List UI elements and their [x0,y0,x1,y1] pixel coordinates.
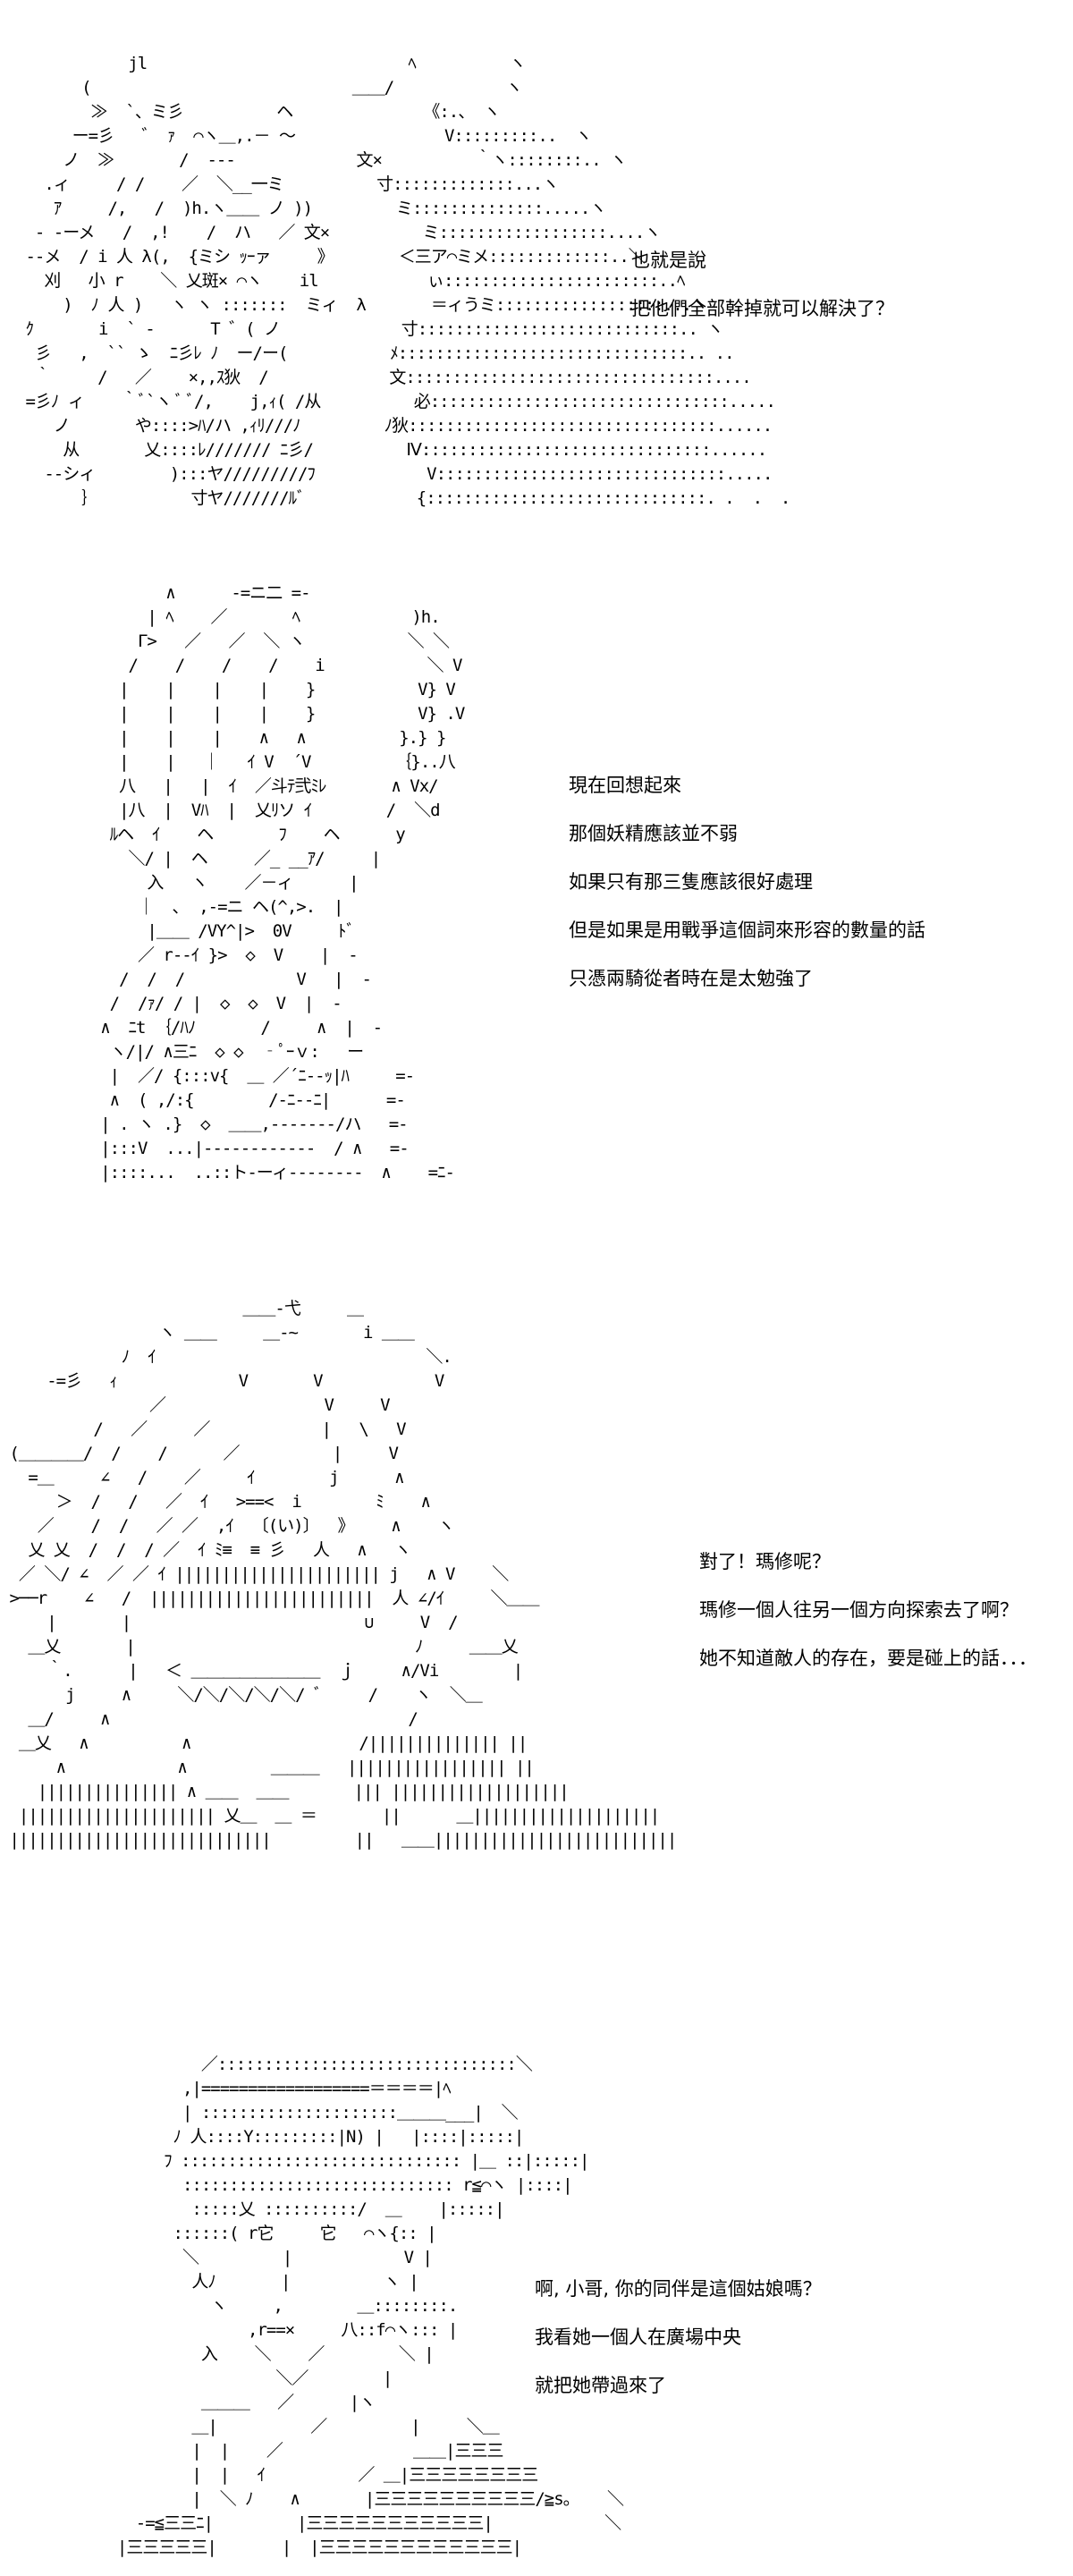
dialogue-line: 啊, 小哥, 你的同伴是這個姑娘嗎？ [535,2278,822,2300]
dialogue-line: 如果只有那三隻應該很好處理 [569,871,813,893]
dialogue-line: 只憑兩騎從者時在是太勉強了 [569,968,813,989]
dialogue-line: 就把她帶過來了 [535,2375,666,2396]
panel-2: ∧ -=ニ二 =- | ﾍ ／ ﾍ )h. Γ> ／ ／ ＼ ヽ ＼ ＼ / /… [0,555,1073,1243]
dialogue-line: 把他們全部幹掉就可以解決了？ [631,298,894,319]
dialogue-line: 但是如果是用戰爭這個詞來形容的數量的話 [569,919,925,941]
panel-1: jl ﾍ ヽ ( ＿＿/ ヽ ≫ `、ミ彡 ヘ 《:.、 ヽ ー=彡 ゛ ｧ ⌒… [0,0,1073,555]
dialogue-line: 那個妖精應該並不弱 [569,823,738,844]
dialogue-line: 瑪修一個人往另一個方向探索去了啊？ [699,1599,1018,1621]
dialogue-box: 現在回想起來 那個妖精應該並不弱 如果只有那三隻應該很好處理 但是如果是用戰爭這… [569,775,925,988]
ascii-art-character-shocked-face: ＿＿-弋 ＿ ヽ ＿＿ ＿-~ i ＿＿ ﾉ ｲ ＼. -=彡 ｨ V V V … [9,1299,677,1850]
dialogue-line: 對了！瑪修呢？ [699,1551,831,1572]
ascii-art-character-shadowed-man: ／::::::::::::::::::::::::::::::::＼ ,|===… [116,2055,624,2557]
panel-4: ／::::::::::::::::::::::::::::::::＼ ,|===… [0,2012,1073,2576]
dialogue-line: 現在回想起來 [569,775,681,796]
panel-3: ＿＿-弋 ＿ ヽ ＿＿ ＿-~ i ＿＿ ﾉ ｲ ＼. -=彡 ｨ V V V … [0,1243,1073,2012]
dialogue-box: 對了！瑪修呢？ 瑪修一個人往另一個方向探索去了啊？ 她不知道敵人的存在，要是碰上… [699,1552,1037,1668]
dialogue-line: 我看她一個人在廣場中央 [535,2326,741,2348]
ascii-art-character-long-hair: ∧ -=ニ二 =- | ﾍ ／ ﾍ )h. Γ> ／ ／ ＼ ヽ ＼ ＼ / /… [100,583,465,1182]
ascii-art-character-white-hair: jl ﾍ ヽ ( ＿＿/ ヽ ≫ `、ミ彡 ヘ 《:.、 ヽ ー=彡 ゛ ｧ ⌒… [25,54,790,508]
dialogue-line: 也就是說 [631,250,706,271]
dialogue-box: 啊, 小哥, 你的同伴是這個姑娘嗎？ 我看她一個人在廣場中央 就把她帶過來了 [535,2279,822,2395]
dialogue-line: 她不知道敵人的存在，要是碰上的話．．． [699,1648,1037,1669]
dialogue-box: 也就是說 把他們全部幹掉就可以解決了？ [631,250,894,318]
